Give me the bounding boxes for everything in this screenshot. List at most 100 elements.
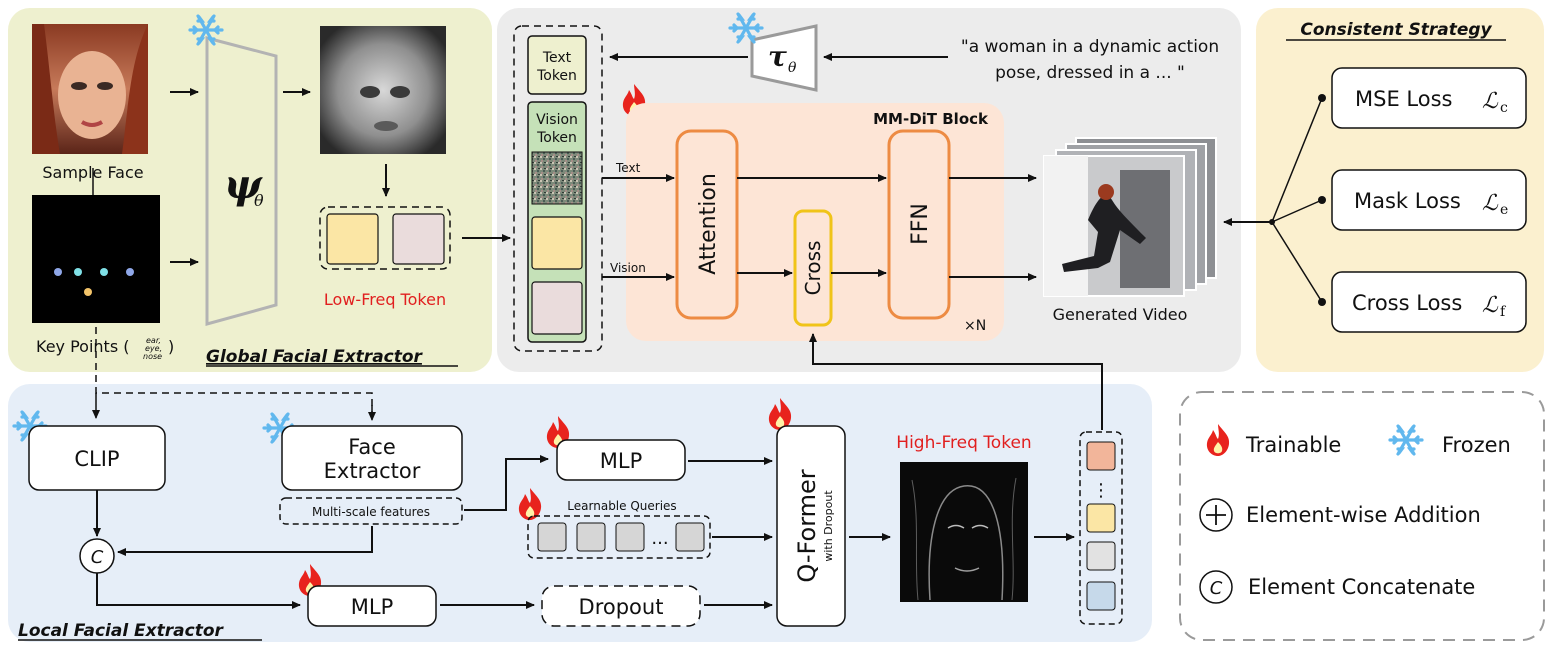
generated-video-frames — [1043, 137, 1217, 297]
cross-loss-label: Cross Loss — [1352, 291, 1462, 315]
high-freq-token-blue — [1086, 581, 1116, 611]
svg-text:ψ: ψ — [224, 161, 263, 208]
mask-loss-label: Mask Loss — [1354, 189, 1461, 213]
svg-text:θ: θ — [788, 60, 797, 76]
prompt-line-1: "a woman in a dynamic action — [961, 37, 1219, 57]
cross-attention-label: Cross — [801, 241, 825, 296]
repeat-n-label: ×N — [964, 318, 986, 334]
vision-token-label-1: Vision — [536, 112, 578, 128]
sample-face-image — [32, 24, 148, 154]
noise-latent-token — [531, 151, 583, 205]
vision-token-yellow — [531, 216, 583, 270]
mse-loss-symbol: ℒ — [1482, 89, 1499, 114]
mse-loss-sub: c — [1500, 100, 1508, 116]
mse-loss-box — [1331, 67, 1527, 129]
legend-concat-symbol: C — [1210, 578, 1223, 599]
mlp-bottom-box — [307, 585, 437, 627]
loss-bullet — [1318, 298, 1326, 306]
dropout-label: Dropout — [579, 595, 664, 619]
legend-trainable-label: Trainable — [1245, 433, 1341, 457]
legend-concat-label: Element Concatenate — [1248, 575, 1475, 599]
generated-video-label: Generated Video — [1053, 305, 1188, 324]
query-ellipsis: ... — [651, 528, 668, 549]
mlp-top-label: MLP — [600, 449, 642, 473]
local-extractor-title: Local Facial Extractor — [18, 621, 225, 641]
cross-loss-sub: f — [1500, 304, 1507, 320]
low-freq-token-pink — [392, 213, 445, 265]
token-stack-dashed — [513, 25, 603, 352]
dropout-box — [541, 585, 701, 627]
loss-bullet — [1318, 94, 1326, 102]
face-extractor-label-2: Extractor — [324, 459, 421, 483]
text-token-box — [527, 35, 587, 95]
text-encoder-trapezoid — [750, 24, 818, 92]
mask-loss-symbol: ℒ — [1482, 191, 1499, 216]
text-encoder-symbol: τ θ — [768, 40, 797, 76]
multi-scale-features-box — [279, 497, 463, 525]
attention-label: Attention — [696, 173, 721, 275]
loss-bracket — [1271, 97, 1323, 303]
mm-dit-block-title: MM-DiT Block — [873, 110, 989, 128]
arrow-features-to-mlp — [464, 455, 549, 511]
prompt-line-2: pose, dressed in a ... " — [995, 63, 1185, 83]
query-token — [537, 522, 567, 552]
loss-bullet — [1318, 196, 1326, 204]
clip-label: CLIP — [74, 447, 119, 471]
key-points-image — [32, 195, 160, 323]
ffn-block — [887, 129, 951, 320]
low-freq-token-label: Low-Freq Token — [324, 290, 446, 309]
face-extractor-label-1: Face — [348, 435, 396, 459]
ffn-label: FFN — [908, 203, 933, 245]
concat-node-symbol: C — [91, 547, 104, 568]
multi-scale-features-label: Multi-scale features — [312, 505, 430, 519]
text-token-label-2: Token — [536, 68, 577, 84]
legend-frozen-label: Frozen — [1442, 433, 1511, 457]
attention-block — [675, 129, 739, 320]
global-extractor-title: Global Facial Extractor — [206, 347, 424, 367]
low-freq-token-yellow — [326, 213, 379, 265]
low-freq-token-group — [319, 206, 451, 270]
high-freq-token-label: High-Freq Token — [896, 433, 1031, 453]
mask-loss-box — [1331, 169, 1527, 231]
svg-text:eye,: eye, — [145, 344, 162, 353]
high-freq-face-image — [900, 462, 1028, 602]
mlp-top-box — [556, 439, 686, 481]
svg-text:τ: τ — [768, 40, 787, 73]
svg-text:θ: θ — [254, 191, 264, 210]
cross-attention-block — [793, 209, 833, 327]
high-freq-token-vdots: ⋮ — [1092, 480, 1110, 501]
learnable-queries-group — [527, 515, 711, 559]
text-stream-label: Text — [615, 161, 641, 175]
query-token — [675, 522, 705, 552]
svg-text:Key Points (: Key Points ( — [36, 337, 129, 356]
low-freq-face-image — [320, 26, 446, 154]
qformer-sublabel: with Dropout — [822, 490, 835, 562]
query-token — [615, 522, 645, 552]
learnable-queries-label: Learnable Queries — [567, 499, 676, 513]
legend-panel — [1179, 391, 1545, 641]
loss-hub — [1269, 219, 1275, 225]
global-encoder-trapezoid — [205, 36, 278, 326]
dashed-keypoints-to-extractors — [95, 327, 373, 420]
legend-addition-label: Element-wise Addition — [1246, 503, 1481, 527]
svg-text:): ) — [168, 337, 174, 356]
global-encoder-symbol: ψ θ — [224, 161, 264, 210]
cross-loss-box — [1331, 271, 1527, 333]
qformer-box — [776, 425, 846, 627]
cross-loss-symbol: ℒ — [1482, 293, 1499, 318]
high-freq-token-yellow — [1086, 503, 1116, 533]
high-freq-token-stack — [1079, 431, 1123, 625]
text-token-label-1: Text — [542, 50, 572, 66]
mse-loss-label: MSE Loss — [1355, 87, 1452, 111]
query-token — [576, 522, 606, 552]
arrow-concat-to-mlp — [96, 573, 301, 609]
high-freq-token-orange — [1086, 441, 1116, 471]
high-freq-token-gray — [1086, 541, 1116, 571]
key-points-label: Key Points ( ear, eye, nose ) — [36, 336, 174, 361]
svg-text:ear,: ear, — [146, 336, 161, 345]
legend-concat-icon — [1199, 570, 1233, 604]
legend-addition-icon — [1199, 498, 1233, 532]
svg-text:nose: nose — [143, 352, 162, 361]
vision-token-pink — [531, 281, 583, 335]
